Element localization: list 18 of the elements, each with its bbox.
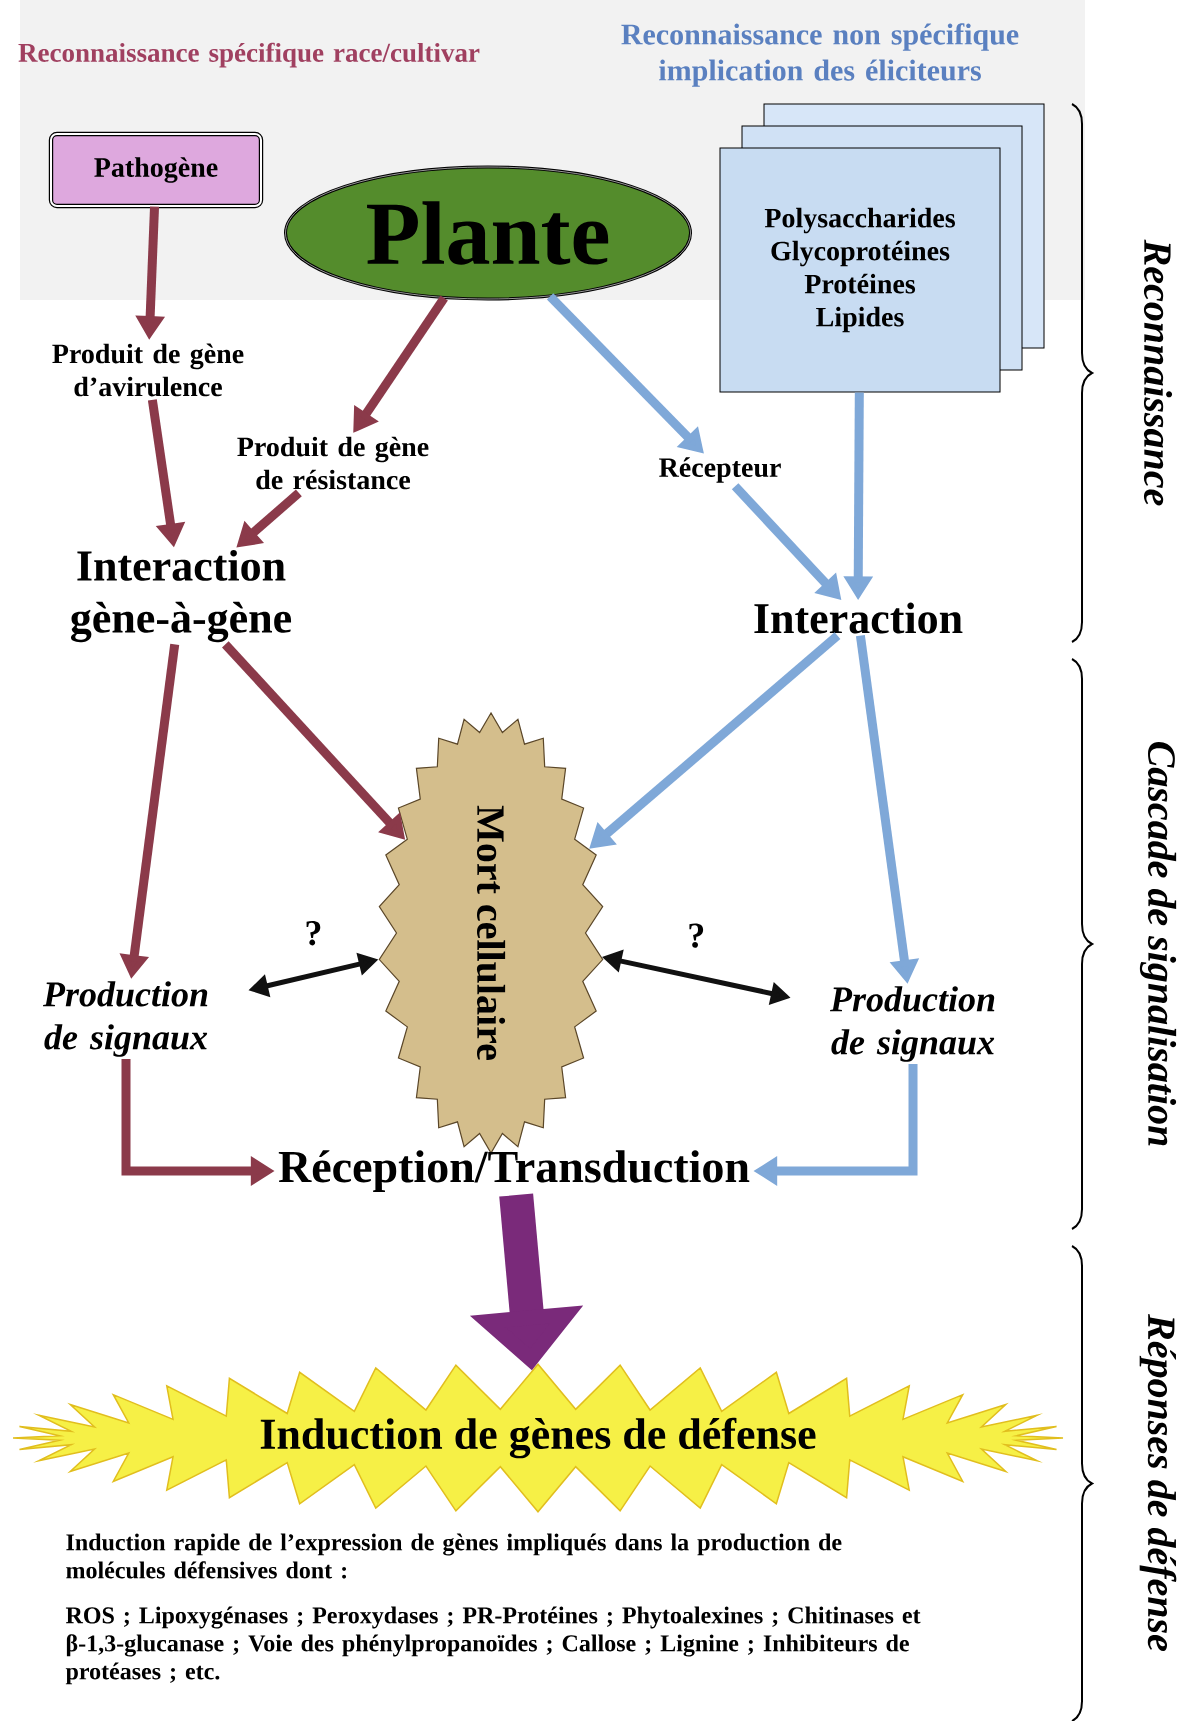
section-label: Réponses de défense [1139,1314,1177,1651]
text: Production de signaux [42,981,208,1057]
text: Production de signaux [830,986,995,1062]
stacked-pages: Polysaccharides Glycoprotéines Protéines Lipides [719,103,1045,393]
text: Interaction gène-à-gène [71,549,292,643]
section-label: Reconnaissance [1143,239,1173,506]
text: Récepteur [659,457,781,483]
text: Interaction [754,602,963,634]
section-label: Cascade de signalisation [1139,742,1177,1146]
edge-label: ? [306,921,321,946]
header-text: Reconnaissance spécifique race/cultivar [18,42,480,68]
text: Produit de gène de résistance [237,436,429,490]
edge-label: ? [689,923,704,948]
defense-burst: Induction de gènes de défense [12,1363,1064,1513]
text: Produit de gène d’avirulence [52,343,244,397]
header-text: Reconnaissance non spécifique implication des éliciteurs [621,23,1019,87]
paragraph: ROS ; Lipoxygénases ; Peroxydases ; PR-Protéines ; Phytoalexines ; Chitinases et β-1,3-glucanase ; Voie des phénylpropanoïdes ; Callose ; Lignine ; Inhibiteurs de protéases ; etc. [65,1606,921,1685]
process-box: Pathogène [48,131,264,209]
